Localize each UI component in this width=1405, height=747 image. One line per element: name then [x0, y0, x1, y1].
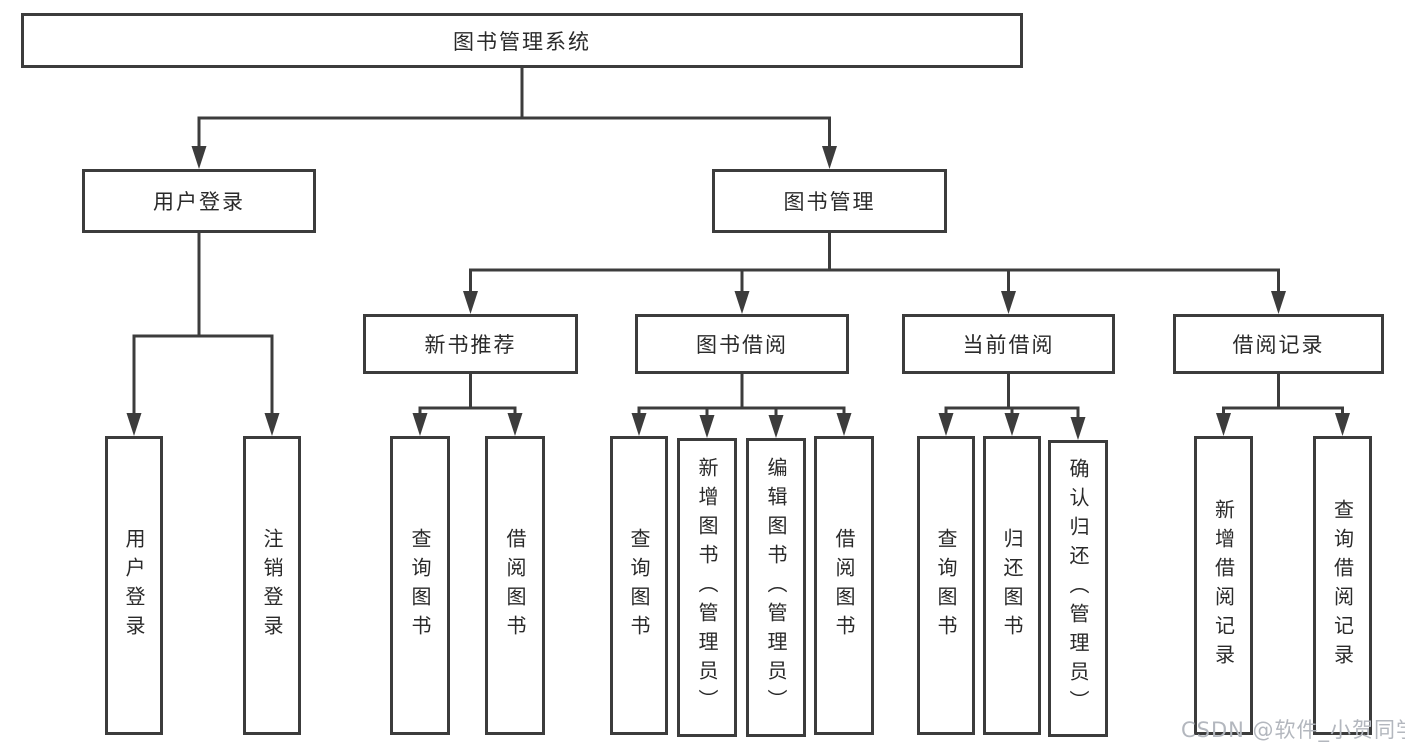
- node-borrow-books: 借阅图书: [814, 436, 874, 735]
- node-query-books-current: 查询图书: [917, 436, 975, 735]
- node-book-management: 图书管理: [712, 169, 947, 233]
- node-borrow-books-recommend: 借阅图书: [485, 436, 545, 735]
- node-user-login-leaf: 用户登录: [105, 436, 163, 735]
- node-current-borrow: 当前借阅: [902, 314, 1115, 374]
- node-return-book: 归还图书: [983, 436, 1041, 735]
- watermark: CSDN @软件_小贺同学: [1181, 718, 1405, 742]
- node-new-book-recommend: 新书推荐: [363, 314, 578, 374]
- node-confirm-return-admin: 确认归还（管理员）: [1048, 440, 1108, 737]
- node-user-login: 用户登录: [82, 169, 316, 233]
- node-add-book-admin: 新增图书（管理员）: [677, 438, 737, 737]
- node-add-borrow-record: 新增借阅记录: [1194, 436, 1253, 735]
- node-borrow-records: 借阅记录: [1173, 314, 1384, 374]
- node-query-books-borrow: 查询图书: [610, 436, 668, 735]
- node-query-borrow-record: 查询借阅记录: [1313, 436, 1372, 735]
- node-book-borrow: 图书借阅: [635, 314, 849, 374]
- node-query-books-recommend: 查询图书: [390, 436, 450, 735]
- node-logout: 注销登录: [243, 436, 301, 735]
- node-edit-book-admin: 编辑图书（管理员）: [746, 438, 806, 737]
- node-library-management-system: 图书管理系统: [21, 13, 1023, 68]
